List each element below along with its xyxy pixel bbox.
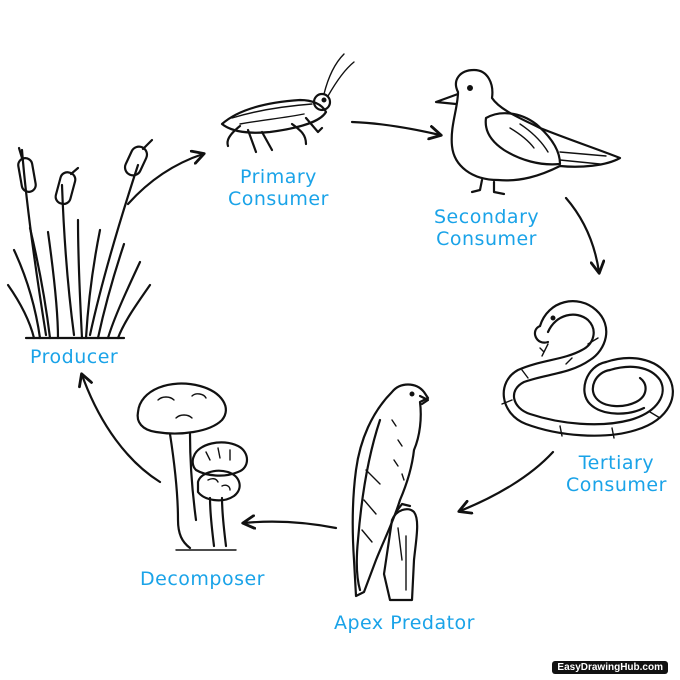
apex-predator-label: Apex Predator [334, 612, 475, 634]
tertiary-consumer-label: Tertiary Consumer [566, 452, 667, 496]
snake-icon [501, 300, 674, 439]
arrow-primary-to-secondary [350, 120, 440, 135]
arrow-tertiary-to-apex [460, 450, 555, 511]
falcon-icon [351, 383, 430, 602]
pigeon-icon [434, 68, 622, 196]
producer-label: Producer [30, 346, 119, 368]
watermark-badge: EasyDrawingHub.com [552, 661, 668, 674]
arrow-decomposer-to-producer [82, 375, 162, 484]
arrow-secondary-to-tertiary [564, 196, 599, 272]
arrow-producer-to-primary [126, 154, 203, 206]
mushroom-icon [136, 382, 249, 551]
cattail-grass-icon [6, 138, 154, 340]
cycle-arrows [82, 120, 599, 528]
decomposer-label: Decomposer [140, 568, 265, 590]
arrow-apex-to-decomposer [244, 522, 338, 528]
cricket-icon [220, 53, 355, 154]
primary-consumer-label: Primary Consumer [228, 166, 329, 210]
secondary-consumer-label: Secondary Consumer [434, 206, 540, 250]
